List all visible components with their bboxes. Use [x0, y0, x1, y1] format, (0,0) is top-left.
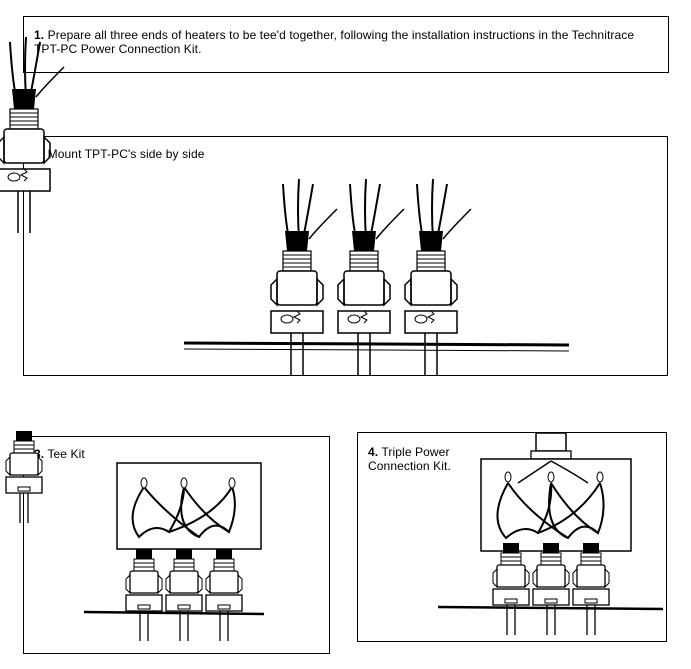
step-1-text: 1. Prepare all three ends of heaters to … [34, 28, 654, 56]
step-1-number: 1. [34, 28, 45, 42]
step-3-description: Tee Kit [47, 447, 85, 461]
step-1-description: Prepare all three ends of heaters to be … [34, 28, 635, 56]
step-4-number: 4. [368, 445, 379, 459]
step-4-description: Triple Power Connection Kit. [368, 445, 451, 473]
step-3-panel: 3. Tee Kit [5, 431, 330, 654]
step-3-text: 3. Tee Kit [34, 447, 85, 461]
tpt-pc-connector-illustration [0, 36, 570, 376]
step-3-number: 3. [34, 447, 45, 461]
step-2-panel: 2. Mount TPT-PC's side by side [0, 36, 668, 376]
step-2-description: Mount TPT-PC's side by side [47, 147, 205, 161]
step-4-text: 4. Triple Power Connection Kit. [368, 445, 488, 473]
triple-power-kit-illustration [437, 432, 664, 636]
connector [0, 36, 65, 233]
step-1-panel: 1. Prepare all three ends of heaters to … [23, 16, 669, 73]
step-4-panel: 4. Triple Power Connection Kit. [357, 432, 667, 642]
tee-kit-illustration [5, 431, 265, 642]
